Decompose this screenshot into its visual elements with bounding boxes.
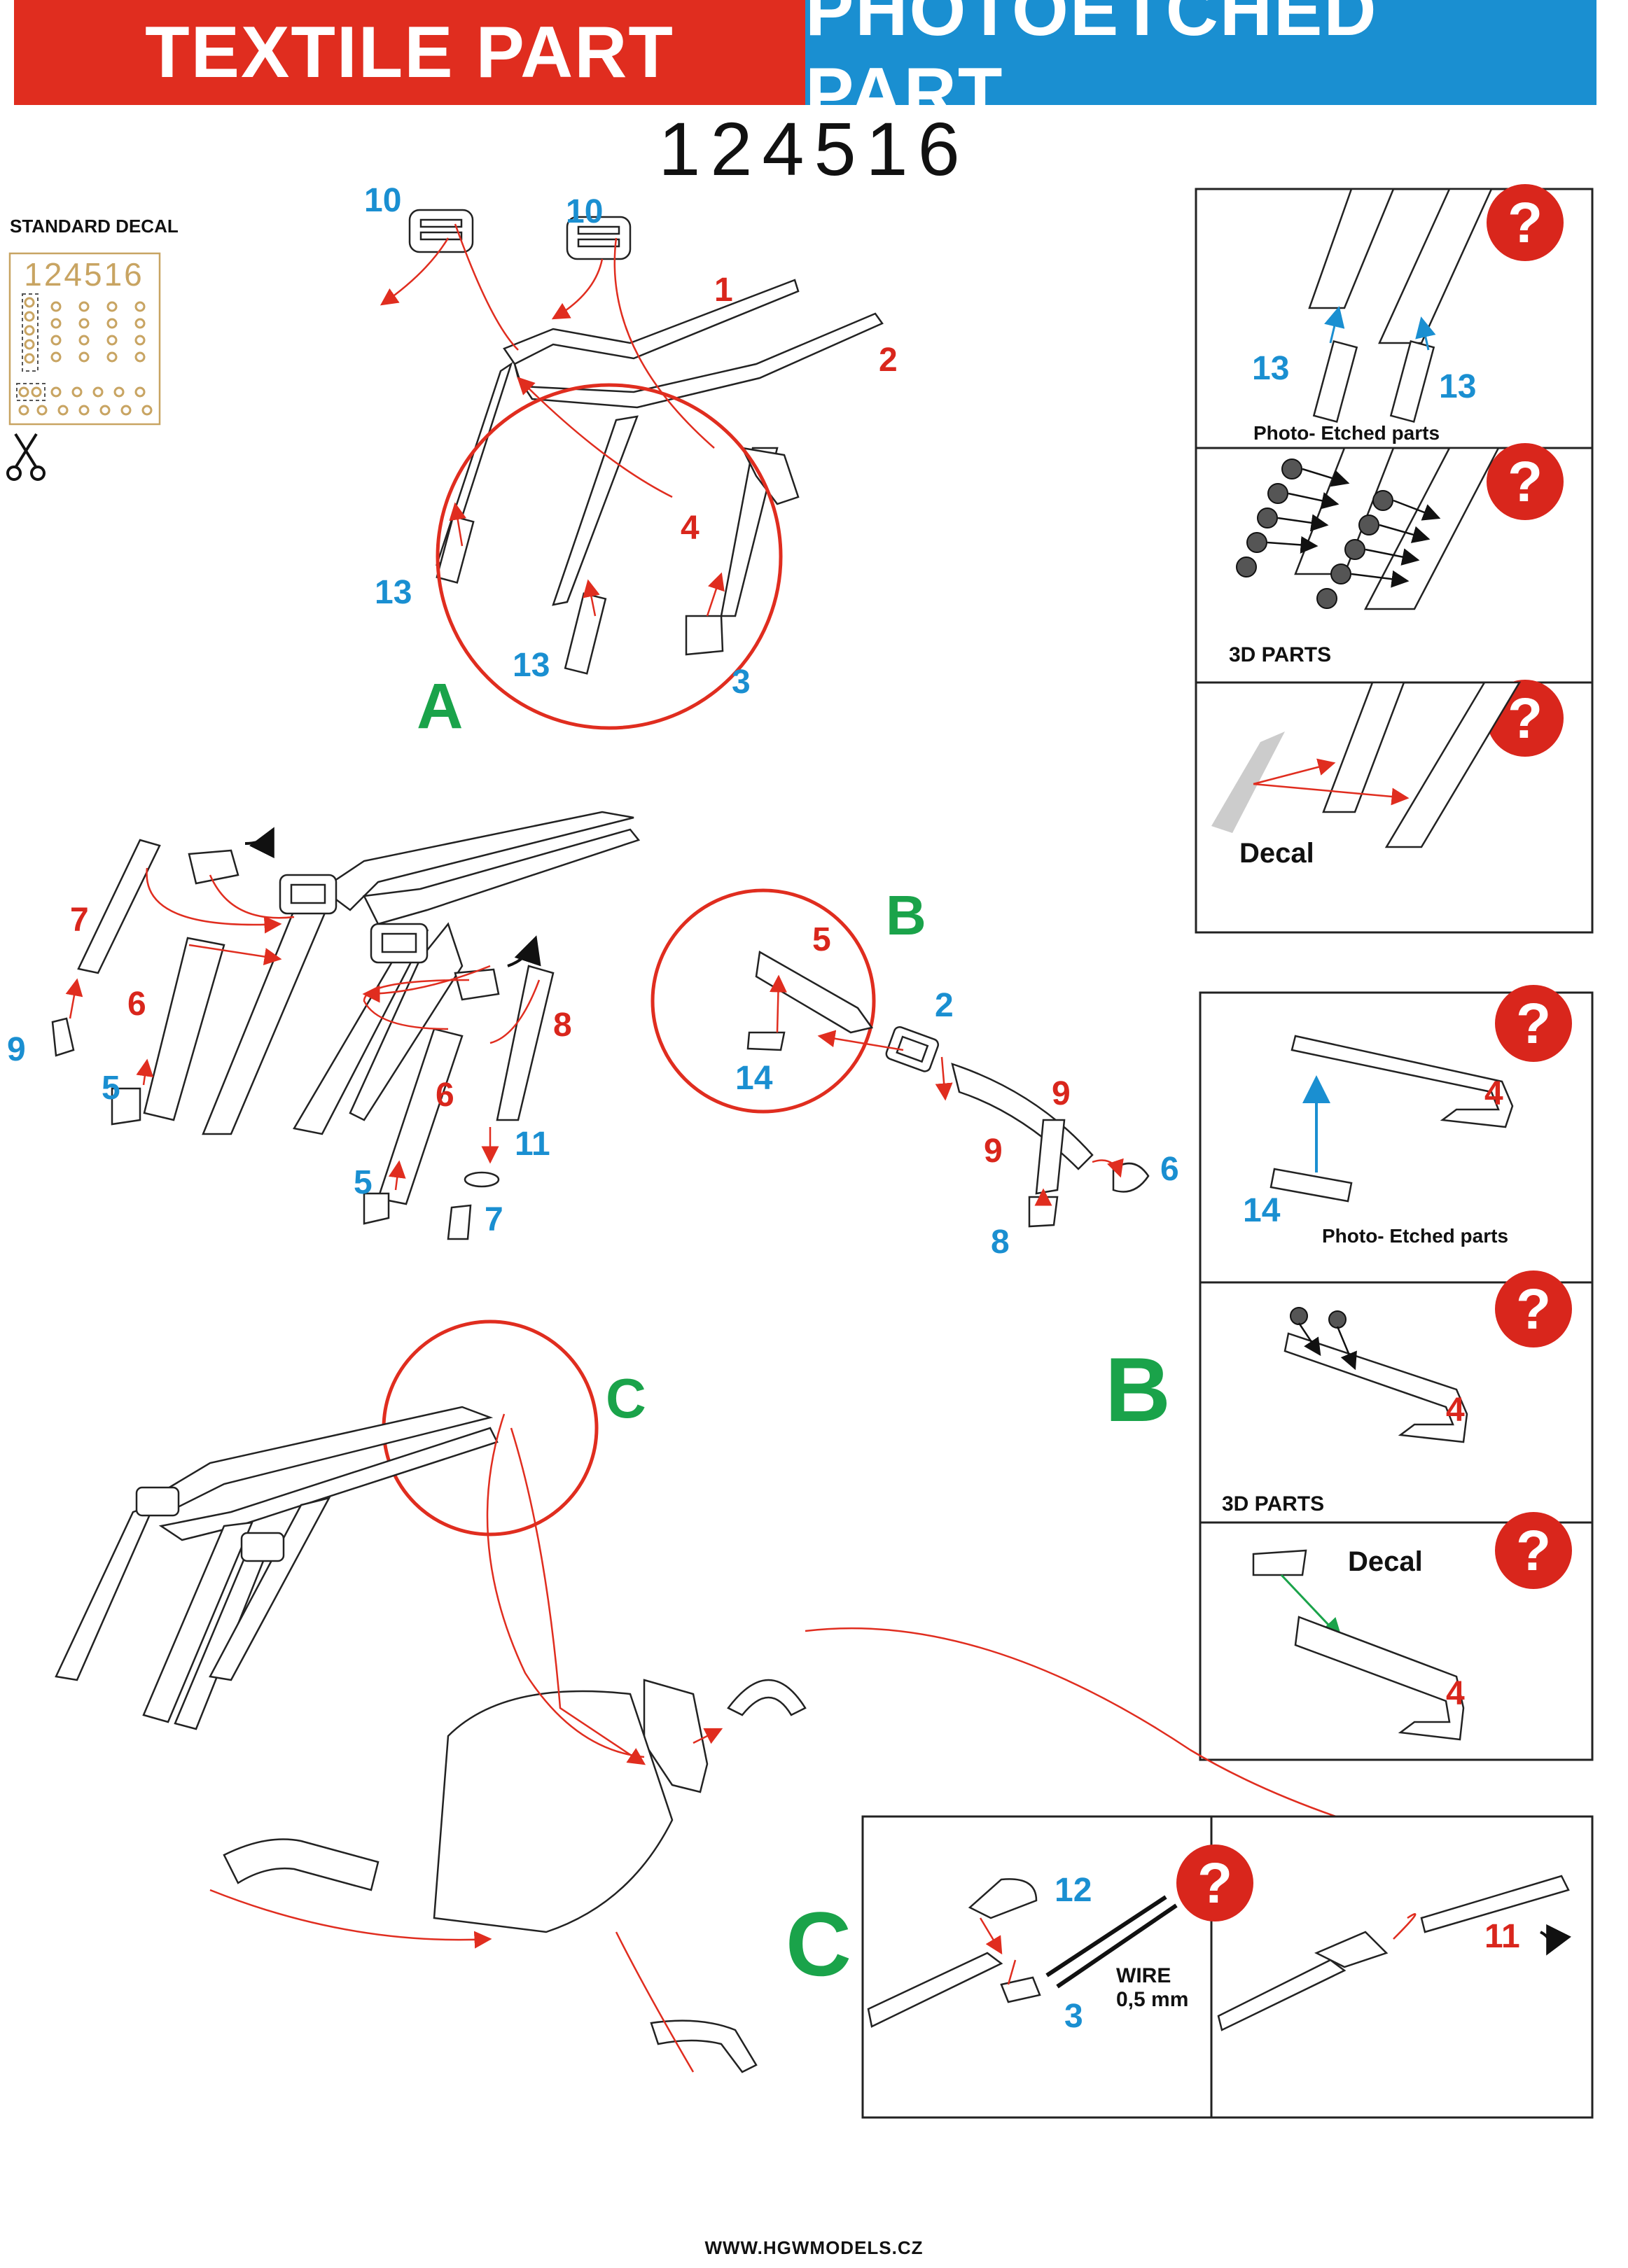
panel-b-4-middle: 4 <box>1446 1392 1465 1429</box>
panel-b-section-label: B <box>1105 1338 1171 1441</box>
question-mark-icon <box>1487 184 1564 261</box>
diagram-main-harness: 7 6 9 5 8 6 11 5 7 <box>7 811 641 1240</box>
question-mark-icon <box>1176 1844 1253 1921</box>
label-b-9-top: 9 <box>1052 1075 1071 1112</box>
decal-dots <box>18 297 153 416</box>
textile-part-header: TEXTILE PART <box>14 0 805 105</box>
panel-b-4-bottom: 4 <box>1446 1675 1465 1712</box>
label-main-8: 8 <box>553 1007 572 1044</box>
label-b-8: 8 <box>991 1224 1010 1261</box>
question-mark-icon <box>1495 985 1572 1062</box>
label-main-6-left: 6 <box>127 986 146 1023</box>
panel-c-section-label: C <box>786 1893 851 1995</box>
panel-c: 12 3 WIRE 0,5 mm 11 C <box>786 1815 1594 2119</box>
panel-c-wire-label: WIRE <box>1116 1964 1171 1987</box>
panel-b-3d-parts-label: 3D PARTS <box>1222 1492 1324 1516</box>
panel-a-3d-parts-label: 3D PARTS <box>1229 643 1331 666</box>
label-b-2: 2 <box>935 987 954 1024</box>
panel-c-wire-size: 0,5 mm <box>1116 1988 1188 2011</box>
standard-decal-title: STANDARD DECAL <box>10 216 179 237</box>
detail-circle-a <box>436 383 783 730</box>
panel-b-4-top: 4 <box>1484 1075 1503 1112</box>
panel-b-photo-etched-label: Photo- Etched parts <box>1322 1225 1508 1247</box>
label-a-2: 2 <box>879 342 898 379</box>
label-a-10-left: 10 <box>364 182 401 219</box>
label-b-6: 6 <box>1160 1151 1179 1188</box>
diagram-b: B 5 2 14 9 9 6 8 <box>650 884 1179 1261</box>
panel-c-3: 3 <box>1064 1998 1083 2035</box>
section-label-b: B <box>886 884 926 946</box>
label-a-13-right: 13 <box>513 647 550 684</box>
label-main-5-right: 5 <box>354 1164 373 1201</box>
standard-decal-sheet: STANDARD DECAL 124516 <box>6 216 179 481</box>
section-label-c: C <box>606 1367 646 1429</box>
label-main-9: 9 <box>7 1031 26 1068</box>
label-a-4: 4 <box>681 510 700 547</box>
panel-a-decal-label: Decal <box>1239 838 1314 869</box>
panel-a: 13 13 Photo- Etched parts 3D PARTS <box>1195 184 1594 934</box>
label-main-6-right: 6 <box>436 1077 454 1114</box>
panel-c-12: 12 <box>1055 1872 1092 1909</box>
panel-b-decal-label: Decal <box>1348 1546 1423 1577</box>
product-code: 124516 <box>658 106 970 191</box>
question-mark-icon <box>1495 1270 1572 1348</box>
footer-url: WWW.HGWMODELS.CZ <box>704 2237 924 2258</box>
buckle-a1 <box>408 209 474 253</box>
label-a-13-left: 13 <box>375 574 412 611</box>
diagram-a: 10 10 1 2 4 13 13 3 A <box>364 182 898 742</box>
label-main-7-right: 7 <box>485 1201 503 1238</box>
label-a-10-right: 10 <box>566 193 603 230</box>
diagram-c: C <box>55 1320 1576 2073</box>
panel-a-photo-etched-label: Photo- Etched parts <box>1253 422 1440 444</box>
panel-b: 4 14 Photo- Etched parts 4 3D PARTS Deca… <box>1105 985 1594 1761</box>
label-b-14: 14 <box>735 1060 773 1097</box>
scissors-icon <box>6 433 46 481</box>
question-mark-icon <box>1487 443 1564 520</box>
label-a-1: 1 <box>714 272 733 309</box>
label-main-11: 11 <box>515 1126 550 1163</box>
question-mark-icon <box>1495 1512 1572 1589</box>
label-a-3: 3 <box>732 664 751 701</box>
label-main-5-left: 5 <box>102 1070 120 1107</box>
decal-sheet-code: 124516 <box>24 256 144 293</box>
label-b-5: 5 <box>812 921 831 958</box>
panel-c-11: 11 <box>1484 1918 1520 1955</box>
label-main-7: 7 <box>70 902 89 939</box>
section-label-a: A <box>417 671 463 742</box>
detail-circle-b <box>650 888 876 1114</box>
panel-a-13-left: 13 <box>1252 350 1289 387</box>
panel-a-13-right: 13 <box>1439 368 1476 405</box>
panel-b-14: 14 <box>1243 1192 1281 1229</box>
label-b-9-bottom: 9 <box>984 1133 1003 1170</box>
